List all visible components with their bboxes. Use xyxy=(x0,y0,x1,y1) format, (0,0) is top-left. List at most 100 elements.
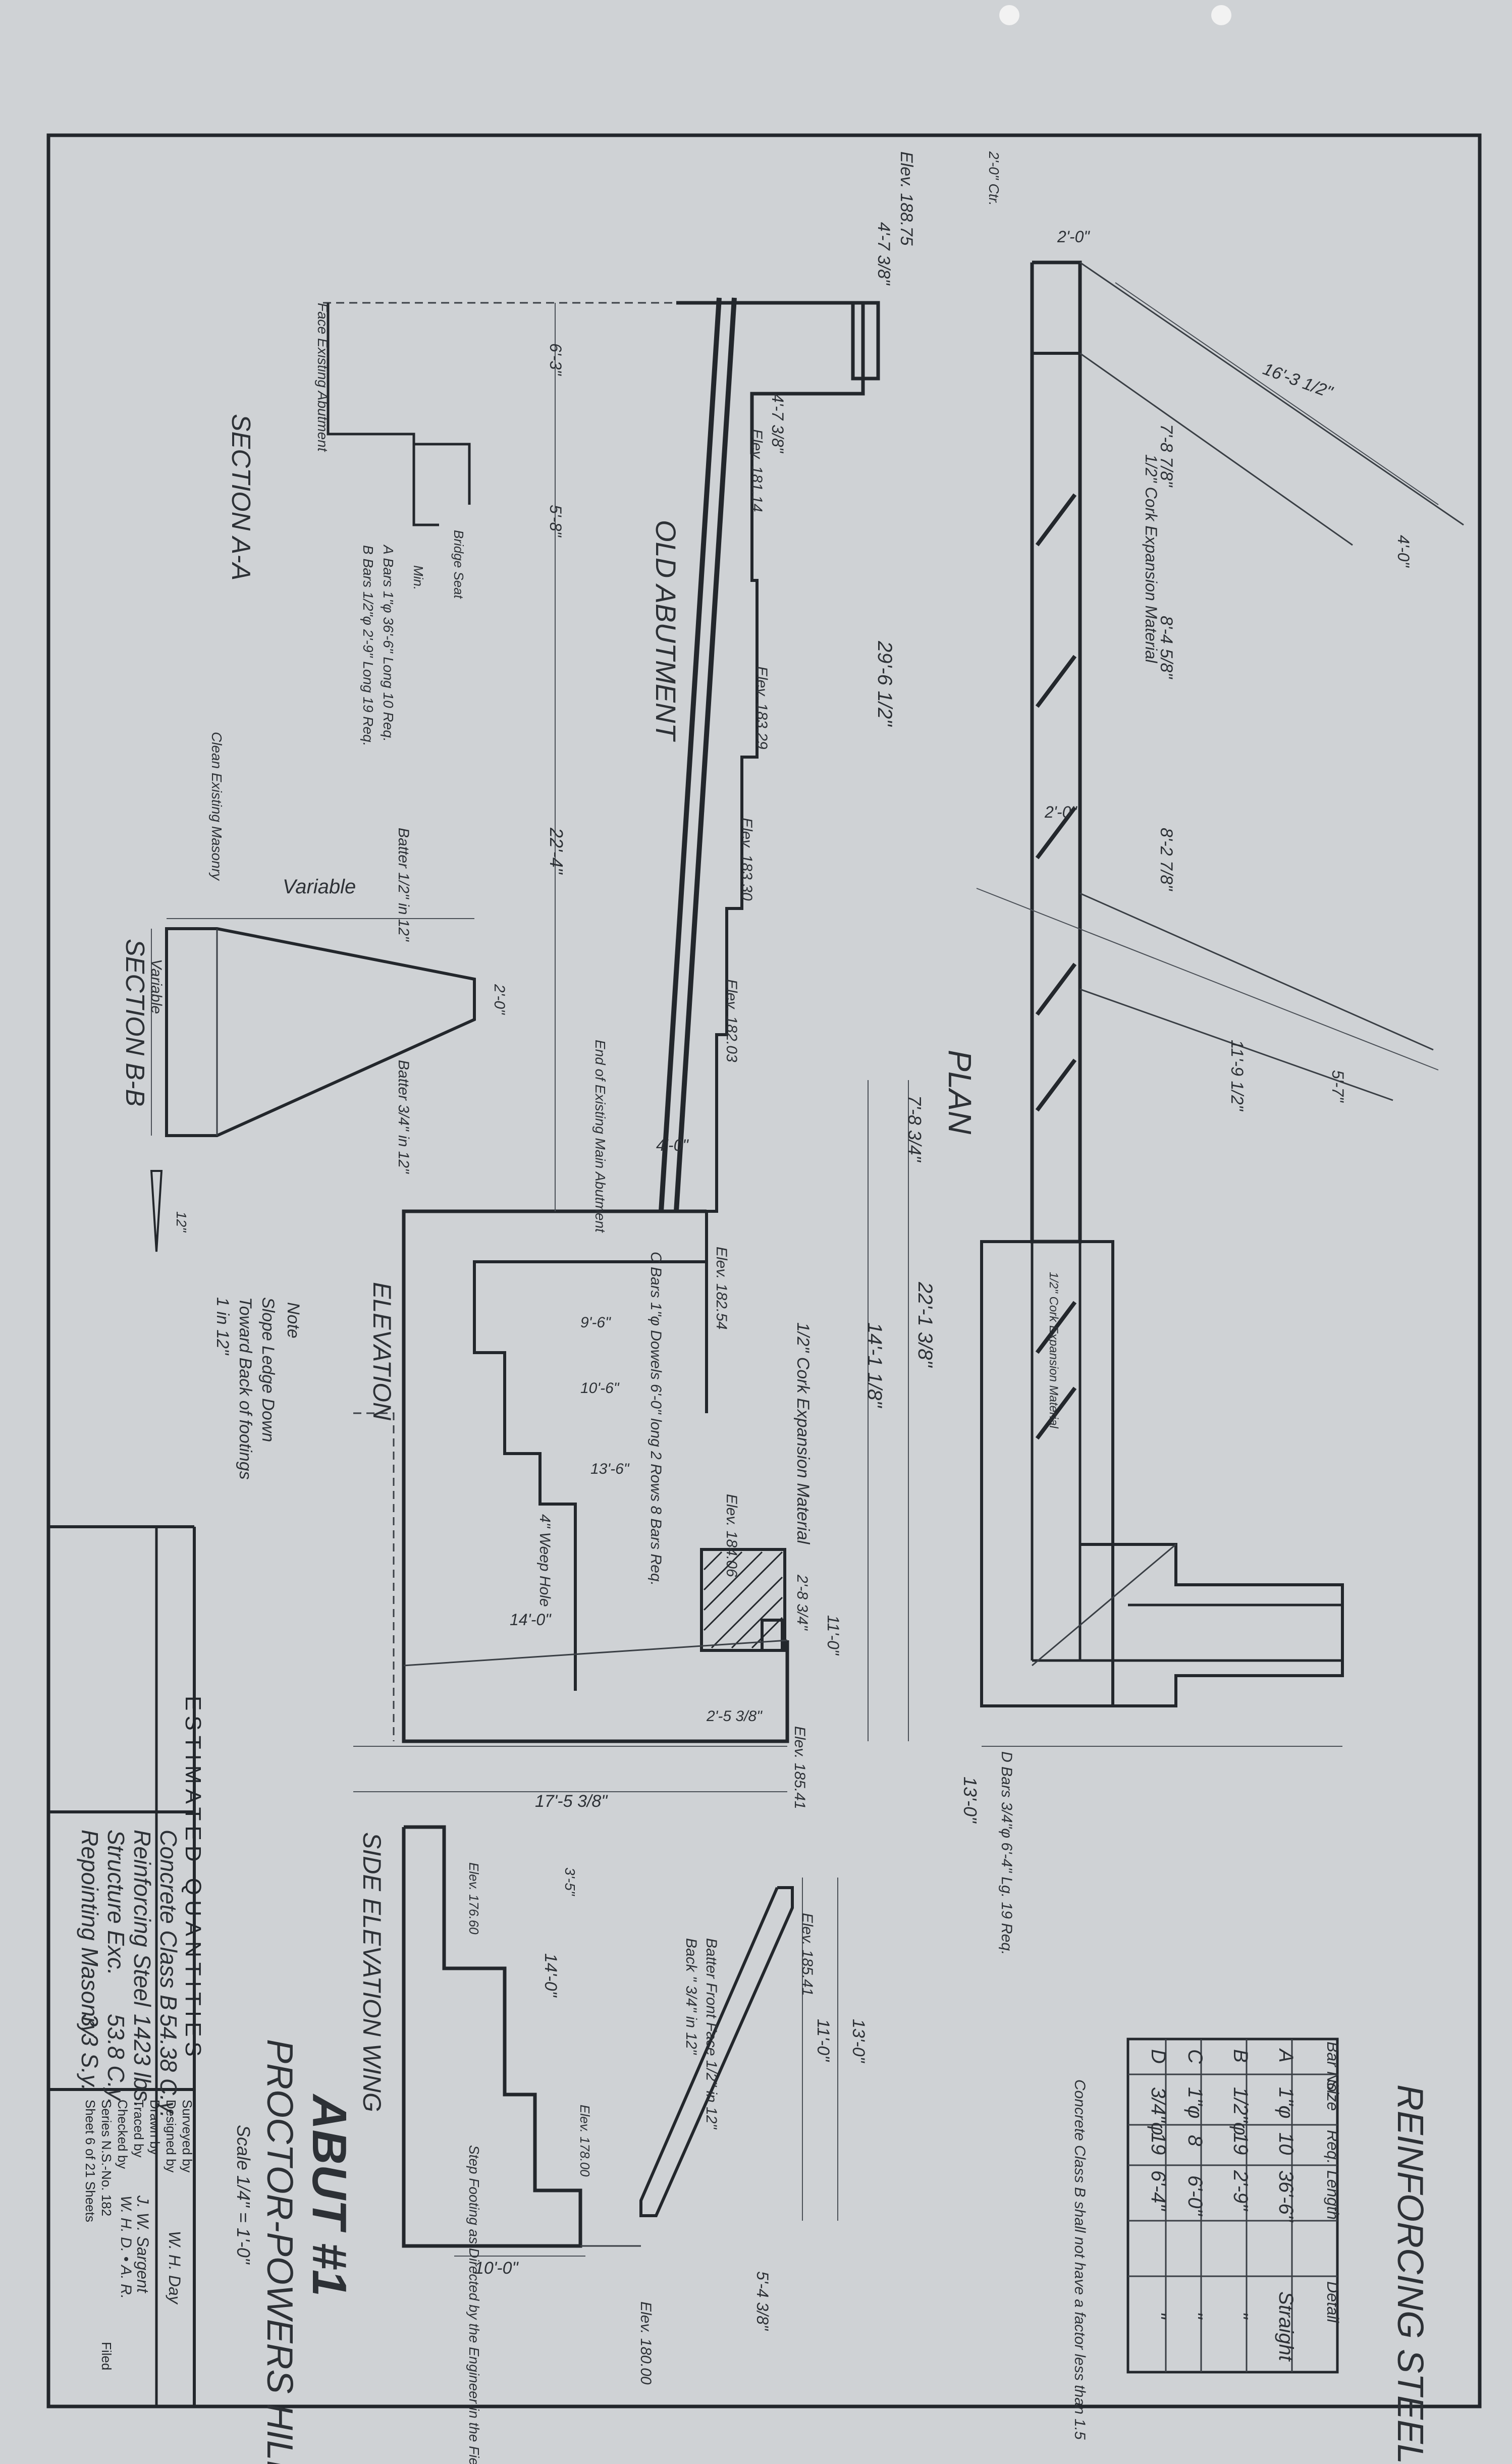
concrete-factor-note: Concrete Class B shall not have a factor… xyxy=(1071,2079,1088,2440)
steel-col-length: Length xyxy=(1324,2170,1342,2220)
dim-22-4: 22'-4" xyxy=(546,827,567,875)
plan-title: PLAN xyxy=(942,1050,978,1135)
batter-b-note: Batter 3/4" in 12" xyxy=(395,1060,412,1174)
cork-note-footing: 1/2" Cork Expansion Material xyxy=(1047,1272,1060,1429)
dim-13-0: 13'-0" xyxy=(960,1777,981,1824)
d-bars-note: D Bars 3/4"φ 6'-4" Lg. 19 Req. xyxy=(998,1751,1015,1955)
quantity-item-excavation: Structure Exc. xyxy=(103,1830,129,1975)
surveyed-by: Surveyed by xyxy=(180,2100,195,2173)
dim-13-6: 13'-6" xyxy=(590,1461,630,1477)
elevation-title: ELEVATION xyxy=(368,1282,396,1421)
steel-row-c-detail: " xyxy=(1184,2312,1206,2320)
elev-188-75: Elev. 188.75 xyxy=(897,151,916,246)
quantity-item-steel: Reinforcing Steel xyxy=(129,1830,155,2007)
side-elevation-wing: SIDE ELEVATION WING Batter Front Face 1/… xyxy=(358,1825,868,2464)
dim-13-0-wing: 13'-0" xyxy=(849,2019,868,2064)
elev-183-29: Elev. 183.29 xyxy=(753,666,770,749)
elev-180-00: Elev. 180.00 xyxy=(637,2301,654,2385)
elev-184-06: Elev. 184.06 xyxy=(723,1494,740,1577)
end-existing-note: End of Existing Main Abutment xyxy=(592,1040,608,1233)
step-footing-note: Step Footing as Directed by the Engineer… xyxy=(466,2145,482,2464)
elev-185-41-a: Elev. 185.41 xyxy=(791,1726,808,1809)
a-bars-note: A Bars 1"φ 36'-6" Long 10 Req. xyxy=(381,544,396,742)
steel-col-req: Req. xyxy=(1324,2130,1342,2164)
steel-row-b-detail: " xyxy=(1229,2312,1252,2320)
dim-2-0-bb: 2'-0" xyxy=(491,984,508,1015)
elev-182-03: Elev. 182.03 xyxy=(723,979,740,1062)
steel-row-c-size: 1"φ xyxy=(1184,2087,1206,2119)
steel-row-c-bar: C xyxy=(1184,2049,1206,2064)
steel-row-a-size: 1"φ xyxy=(1275,2087,1297,2119)
section-aa-title: SECTION A-A xyxy=(226,414,255,580)
dim-10-0-wing: 10'-0" xyxy=(474,2259,519,2278)
elev-178-00: Elev. 178.00 xyxy=(577,2105,592,2177)
dim-9-6: 9'-6" xyxy=(580,1314,611,1331)
quantities-heading: ESTIMATED QUANTITIES xyxy=(181,1696,205,2062)
dim-22-1: 22'-1 3/8" xyxy=(914,1281,936,1368)
quantity-value-steel: 1423 lbs. xyxy=(129,2014,155,2108)
dim-4-7-top: 4'-7 3/8" xyxy=(874,222,893,286)
steel-row-b-req: 19 xyxy=(1229,2132,1252,2155)
checked-by: Checked by xyxy=(115,2100,130,2169)
old-abutment-label: OLD ABUTMENT xyxy=(650,520,682,742)
quantity-value-excavation: 53.8 C.y. xyxy=(103,2014,129,2105)
steel-col-bar: Bar No. xyxy=(1324,2042,1342,2096)
section-bb: SECTION B-B Variable Variable Batter 1/2… xyxy=(120,828,508,1174)
steel-row-c-length: 6'-0" xyxy=(1184,2175,1206,2216)
face-existing-note: Face Existing Abutment xyxy=(315,303,331,452)
ledge-note: Note Slope Ledge Down Toward Back of foo… xyxy=(150,1170,303,1480)
elev-181-14: Elev. 181.14 xyxy=(748,429,765,512)
reinforcing-steel-table: REINFORCING STEEL Bar No. Size Req. Leng… xyxy=(1071,2038,1430,2464)
note-line-2: Toward Back of footings xyxy=(236,1297,255,1480)
batter-back-note: Back " 3/4" in 12" xyxy=(683,1938,699,2055)
dim-14-1: 14'-1 1/8" xyxy=(863,1322,886,1408)
filed-label: Filed xyxy=(99,2342,114,2370)
section-bb-title: SECTION B-B xyxy=(120,939,149,1106)
side-elevation-title: SIDE ELEVATION WING xyxy=(358,1832,386,2112)
steel-col-detail: Detail xyxy=(1324,2281,1342,2323)
project-title: PROCTOR-POWERS HILL xyxy=(259,2039,300,2464)
dim-5-7: 5'-7" xyxy=(1329,1070,1347,1103)
section-aa: SECTION A-A Face Existing Abutment A Bar… xyxy=(209,303,471,881)
elevation-view: OLD ABUTMENT ELEVATION 1/2" Cork Expansi… xyxy=(323,297,936,1811)
dim-5-8: 5'-8" xyxy=(547,505,565,538)
min-note: Min. xyxy=(411,565,426,590)
dim-11-9: 11'-9 1/2" xyxy=(1227,1040,1247,1112)
b-bars-note: B Bars 1/2"φ 2'-9" Long 19 Req. xyxy=(360,545,376,746)
c-bars-note: C Bars 1"φ Dowels 6'-0" long 2 Rows 8 Ba… xyxy=(647,1252,664,1586)
dim-6-3: 6'-3" xyxy=(547,343,565,376)
batter-front-note: Batter Front Face 1/2" in 12" xyxy=(703,1938,720,2130)
note-line-1: Slope Ledge Down xyxy=(258,1297,278,1442)
dim-7-8: 7'-8 7/8" xyxy=(1157,424,1176,488)
dim-11-0-elev: 11'-0" xyxy=(824,1615,842,1656)
quantity-value-masonry: 3.3 S.y. xyxy=(77,2014,103,2091)
steel-row-d-bar: D xyxy=(1147,2049,1169,2064)
dim-4-0-elev: 4'-0" xyxy=(656,1136,689,1154)
dim-2-5: 2'-5 3/8" xyxy=(706,1708,763,1725)
steel-row-d-detail: " xyxy=(1147,2312,1169,2320)
dim-5-4: 5'-4 3/8" xyxy=(753,2271,772,2331)
dim-2-0-plan: 2'-0" xyxy=(1057,228,1090,246)
dim-7-8-b: 7'-8 3/4" xyxy=(904,1095,925,1163)
plan-view: PLAN 1/2" Cork Expansion Material 1/2" C… xyxy=(942,228,1464,1955)
steel-row-d-size: 3/4"φ xyxy=(1147,2087,1169,2135)
steel-row-b-size: 1/2"φ xyxy=(1229,2087,1252,2135)
batter-a-note: Batter 1/2" in 12" xyxy=(395,828,412,942)
steel-row-b-bar: B xyxy=(1229,2049,1252,2063)
note-line-3: 1 in 12" xyxy=(213,1297,232,1356)
steel-row-a-detail: Straight xyxy=(1275,2291,1297,2362)
elev-183-30: Elev. 183.30 xyxy=(738,818,755,901)
dim-4-0-plan: 4'-0" xyxy=(1394,535,1413,568)
dim-10-6: 10'-6" xyxy=(580,1380,620,1397)
steel-table-heading: REINFORCING STEEL xyxy=(1390,2084,1430,2464)
designed-name: W. H. Day xyxy=(166,2231,184,2305)
c-bars-top-note: 2'-0" Ctr. xyxy=(986,151,1002,206)
steel-row-a-req: 10 xyxy=(1275,2132,1297,2155)
series-number: Series N.S.-No. 182 xyxy=(99,2100,114,2216)
steel-col-size: Size xyxy=(1324,2079,1342,2111)
note-heading: Note xyxy=(284,1302,303,1338)
bearing-block xyxy=(700,1548,786,1652)
punch-hole xyxy=(1211,5,1231,25)
steel-row-a-bar: A xyxy=(1275,2048,1297,2063)
